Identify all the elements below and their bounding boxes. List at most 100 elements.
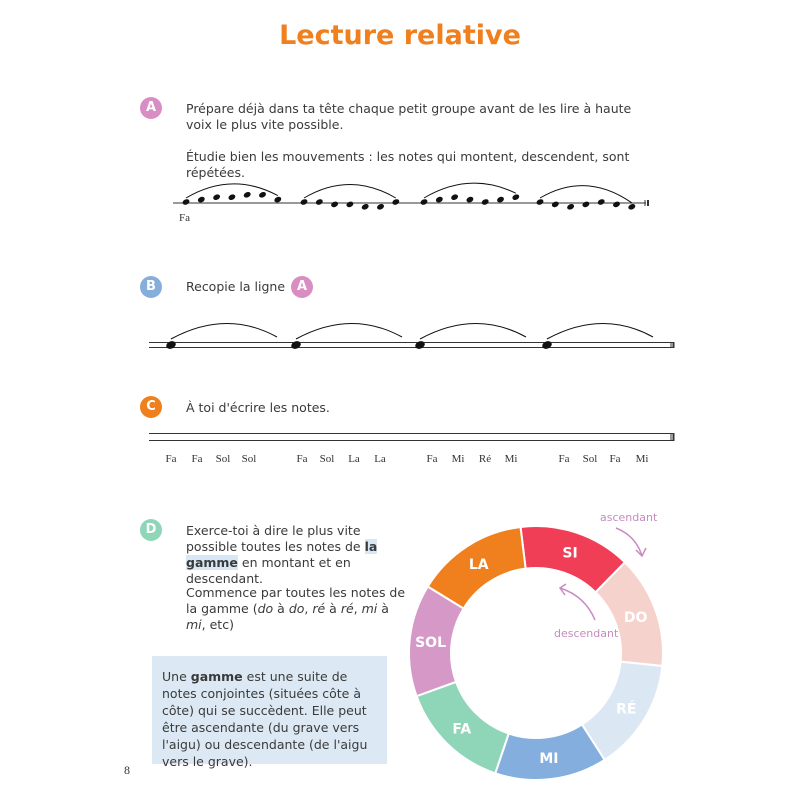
- note-name-italic: ré: [312, 601, 326, 616]
- wheel-label: SI: [562, 546, 577, 562]
- gamme-definition-box: Une gamme est une suite de notes conjoin…: [152, 656, 387, 769]
- ascending-arrow-icon: [615, 527, 643, 557]
- note-name-label: Mi: [451, 453, 465, 465]
- section-c-badge: C: [140, 396, 162, 418]
- note-name-label: La: [374, 453, 386, 465]
- instruction-text: ,: [304, 601, 313, 616]
- section-d-badge: D: [140, 519, 162, 541]
- section-d-text-end: en montant et en descendant.: [186, 555, 351, 586]
- note-name-italic: mi: [361, 601, 378, 616]
- section-d-instruction: Exerce-toi à dire le plus vite possible …: [186, 523, 406, 587]
- slur: [185, 183, 279, 199]
- note-name-label: Fa: [558, 453, 570, 465]
- page-number: 8: [124, 763, 130, 777]
- section-a-badge: A: [140, 97, 162, 119]
- instruction-text: Commence par toutes les notes de la gamm…: [186, 585, 406, 616]
- note-name-italic: mi: [186, 617, 202, 632]
- note-name-italic: ré: [340, 601, 354, 616]
- slur: [303, 184, 397, 199]
- note-head: [567, 203, 575, 210]
- note-head: [346, 201, 354, 208]
- note-name-label: Sol: [215, 453, 231, 465]
- section-d-instruction-2: Commence par toutes les notes de la gamm…: [186, 585, 411, 633]
- section-a-ref-badge: A: [291, 276, 314, 298]
- note-head: [213, 194, 221, 201]
- note-name-label: Mi: [635, 453, 649, 465]
- ascending-arrowhead-icon: [635, 547, 647, 558]
- note-head: [243, 191, 251, 198]
- note-head: [182, 199, 190, 205]
- note-head: [291, 341, 301, 349]
- note-head: [497, 196, 504, 203]
- note-head: [197, 196, 205, 203]
- note-head: [415, 341, 425, 349]
- note-name-label: Sol: [319, 453, 335, 465]
- note-head: [377, 203, 384, 210]
- note-name-italic: do: [288, 601, 305, 616]
- descending-arrowhead-icon: [558, 583, 567, 596]
- wheel-label: DO: [624, 610, 648, 626]
- section-c-instruction: À toi d'écrire les notes.: [186, 400, 330, 415]
- section-d-text: Exerce-toi à dire le plus vite possible …: [186, 523, 365, 554]
- note-name-label: Mi: [504, 453, 518, 465]
- note-head: [466, 196, 474, 203]
- section-b-badge: B: [140, 276, 162, 298]
- note-head: [361, 203, 369, 210]
- note-head: [582, 201, 590, 208]
- instruction-text: à: [377, 601, 389, 616]
- wheel-label: RÉ: [616, 700, 636, 717]
- note-name-row: Fa Fa Sol Sol Fa Sol La La Fa Mi Ré Mi Fa Sol Fa Mi: [0, 453, 800, 469]
- note-head: [451, 194, 459, 201]
- note-head: [542, 341, 552, 349]
- slur: [170, 323, 278, 340]
- note-name-label: Ré: [478, 453, 492, 465]
- note-head: [259, 191, 266, 198]
- note-head: [300, 199, 308, 205]
- note-head: [613, 201, 620, 208]
- note-name-label: Fa: [165, 453, 177, 465]
- note-head: [274, 196, 282, 203]
- note-name-label: La: [348, 453, 360, 465]
- instruction-text: à: [325, 601, 341, 616]
- note-name-label: Fa: [426, 453, 438, 465]
- note-head: [228, 194, 236, 201]
- first-note-label: Fa: [179, 212, 190, 224]
- note-name-label: Sol: [241, 453, 257, 465]
- instruction-text: ,: [353, 601, 362, 616]
- note-name-label: Sol: [582, 453, 598, 465]
- slur: [546, 323, 654, 340]
- section-b-instruction: Recopie la ligne A: [186, 276, 314, 298]
- note-head: [551, 201, 559, 208]
- note-head: [512, 194, 520, 201]
- definition-text: Une: [162, 669, 191, 684]
- instruction-text: , etc): [201, 617, 234, 632]
- note-head: [435, 196, 443, 203]
- section-a-instruction: Prépare déjà dans ta tête chaque petit g…: [186, 101, 632, 132]
- staff-c: [149, 433, 675, 441]
- wheel-label: MI: [539, 751, 558, 767]
- note-name-italic: do: [257, 601, 274, 616]
- definition-text-rest: est une suite de notes conjointes (situé…: [162, 669, 368, 769]
- slur: [539, 185, 633, 204]
- section-b-text: Recopie la ligne: [186, 279, 286, 294]
- note-head: [331, 201, 339, 208]
- descending-arrow-icon: [559, 587, 596, 621]
- note-name-label: Fa: [296, 453, 308, 465]
- ascending-label: ascendant: [600, 511, 658, 524]
- wheel-segment-la: [426, 525, 527, 610]
- note-name-label: Fa: [191, 453, 203, 465]
- slur: [295, 323, 403, 340]
- note-head: [166, 341, 176, 349]
- note-name-label: Fa: [609, 453, 621, 465]
- note-head: [597, 199, 605, 205]
- note-head: [315, 199, 323, 205]
- slur: [419, 323, 527, 340]
- descending-label: descendant: [554, 627, 619, 640]
- note-head: [481, 199, 489, 205]
- slur: [423, 182, 517, 199]
- note-head: [392, 199, 400, 205]
- note-head: [536, 199, 544, 205]
- note-head: [628, 203, 636, 210]
